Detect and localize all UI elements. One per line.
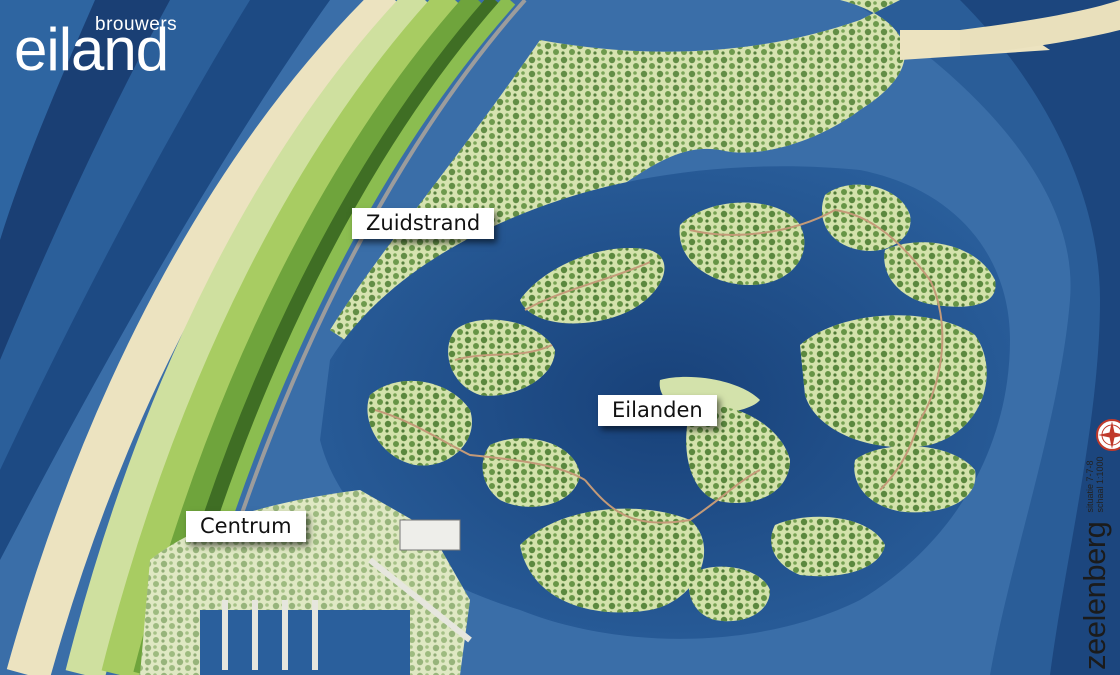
credit-status: situatie 7-7-8 — [1085, 460, 1095, 513]
footpaths — [374, 208, 944, 524]
credit-meta: situatie 7-7-8 schaal 1:1000 — [1085, 456, 1105, 512]
zuidstrand-strip — [330, 0, 1120, 350]
logo-title: eiland — [14, 16, 169, 83]
island-trees — [367, 184, 996, 622]
credit-block: zeelenberg situatie 7-7-8 schaal 1:1000 — [1077, 456, 1113, 670]
label-centrum: Centrum — [186, 511, 306, 542]
label-zuidstrand: Zuidstrand — [352, 208, 495, 239]
credit-name: zeelenberg — [1077, 521, 1112, 670]
compass-rose-icon — [1096, 419, 1120, 451]
credit-scale: schaal 1:1000 — [1095, 456, 1105, 513]
label-eilanden: Eilanden — [598, 395, 717, 426]
logo-subtitle: brouwers — [95, 14, 178, 35]
